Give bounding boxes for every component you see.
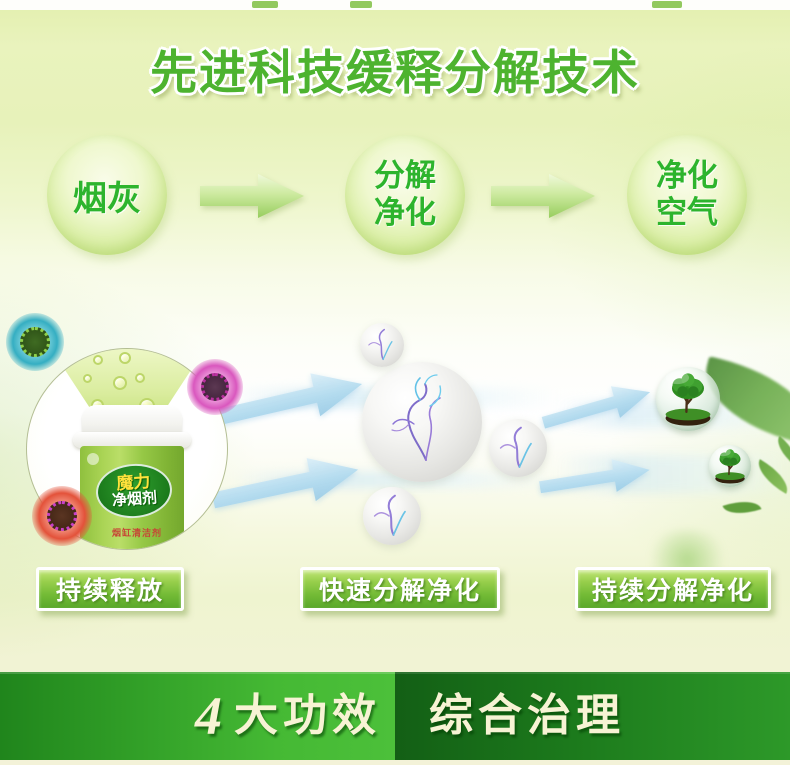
virus-red-icon [32, 486, 92, 546]
footer-effect-count: 4 [195, 686, 222, 746]
flow-arrow-icon [200, 174, 304, 218]
strip-mark-icon [350, 1, 372, 8]
footer-effect-label: 大功效 [234, 691, 381, 740]
smoke-sphere-large [362, 362, 482, 482]
jar-subtitle-text: 烟缸清洁剂 [111, 528, 162, 538]
footer-left-segment: 4 大功效 [0, 672, 395, 760]
release-bubble-icon [135, 373, 145, 383]
tree-icon [715, 447, 745, 484]
caption-continuous-decompose: 持续分解净化 [575, 567, 771, 611]
caption-fast-decompose: 快速分解净化 [300, 567, 500, 611]
smoke-sphere-small [489, 419, 547, 477]
footer-right-segment: 综合治理 [395, 672, 790, 760]
caption-continuous-release: 持续释放 [36, 567, 184, 611]
virus-core [201, 373, 229, 401]
strip-mark-icon [652, 1, 682, 8]
footer-treatment-label: 综合治理 [429, 691, 625, 740]
tree-globe-icon [656, 367, 720, 431]
diffusion-arrows [211, 373, 651, 509]
smoke-wisp-icon [391, 374, 442, 461]
jar-name-text: 净烟剂 [111, 489, 158, 510]
diffusion-arrow-icon [211, 458, 359, 509]
footer-banner: 4 大功效 综合治理 [0, 672, 790, 760]
release-bubble-icon [119, 352, 131, 364]
jar-lid [82, 405, 182, 437]
flow-step-ash: 烟灰 [47, 135, 167, 255]
tree-globe-icon [709, 445, 751, 487]
tree-icon [665, 371, 711, 426]
release-bubble-icon [113, 376, 127, 390]
jar-body: 魔力 净烟剂 烟缸清洁剂 [80, 446, 184, 549]
smoke-wisp-icon [368, 328, 393, 361]
smoke-sphere-small [363, 487, 421, 545]
diffusion-arrow-icon [216, 373, 363, 426]
virus-core [47, 501, 77, 531]
diffusion-arrow-icon [541, 386, 651, 429]
jar-logo-icon [87, 453, 99, 465]
flow-step-purify-air: 净化 空气 [627, 135, 747, 255]
flow-arrow-icon [491, 174, 595, 218]
jar-lid-flange [73, 432, 191, 448]
virus-teal-icon [6, 313, 64, 371]
smoke-wisp-icon [499, 426, 532, 468]
release-bubble-icon [83, 374, 92, 383]
smoke-wisp-icon [373, 494, 406, 536]
top-strip [0, 0, 790, 10]
flow-step-decompose: 分解 净化 [345, 135, 465, 255]
diffusion-arrow-icon [539, 459, 650, 494]
virus-pink-icon [187, 359, 243, 415]
page-title: 先进科技缓释分解技术 [150, 46, 640, 99]
smoke-sphere-small [360, 323, 404, 367]
strip-mark-icon [252, 1, 278, 8]
release-bubble-icon [93, 355, 103, 365]
virus-core [20, 327, 50, 357]
jar-label: 魔力 净烟剂 [94, 461, 174, 521]
